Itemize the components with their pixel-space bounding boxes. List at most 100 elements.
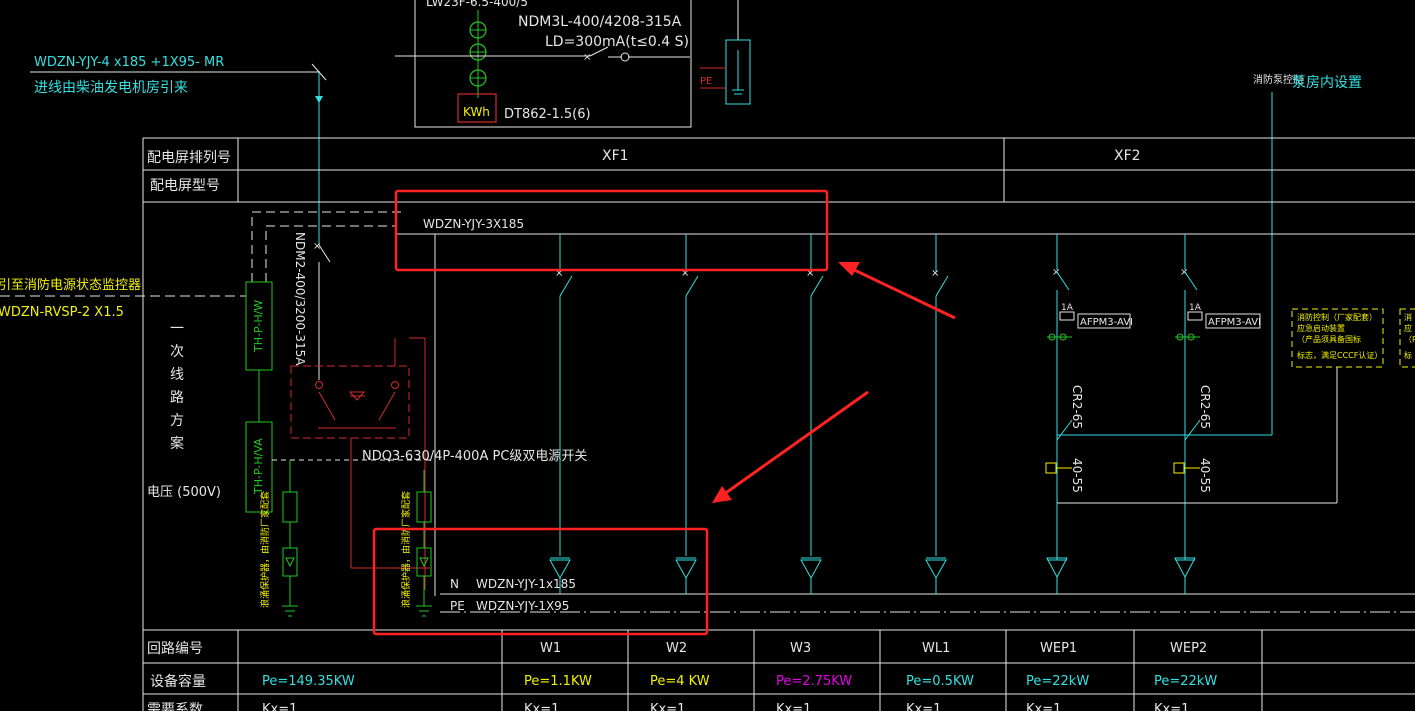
metering-box: LW23F-6.5-400/5 NDM3L-400/4208-315A LD=3… (395, 0, 692, 128)
emergency-box-line: （产品须具备国标 (1297, 334, 1361, 344)
breaker-contact (935, 275, 949, 297)
row-label-capacity: 设备容量 (150, 673, 206, 690)
surge-left-label: 浪涌保护器，由消防厂家配套 (259, 491, 271, 608)
kwh-meter-label: KWh (463, 105, 490, 119)
circuit-kx-4: Kx=1 (906, 702, 941, 711)
dashed-control-cable (251, 211, 405, 282)
table-frame (142, 137, 1415, 711)
scheme-char: 案 (170, 435, 184, 452)
breaker-x-icon: × (555, 268, 563, 279)
leakage-sensor-icon (620, 52, 630, 62)
row-label-demand-factor: 需要系数 (147, 702, 203, 711)
circuit-id-3: W3 (790, 641, 811, 656)
ats-label: NDQ3-630/4P-400A PC级双电源开关 (362, 449, 587, 464)
red-annotations (372, 189, 956, 636)
busbar-cable-label: WDZN-YJY-3X185 (423, 217, 524, 231)
arrow-down-icon (800, 559, 822, 580)
scheme-char: 方 (170, 413, 184, 429)
breaker-contact (685, 275, 699, 297)
surge-right-label: 浪涌保护器，由消防厂家配套 (400, 491, 412, 608)
circuit-kx-1: Kx=1 (524, 702, 559, 711)
circuit-kx-2: Kx=1 (650, 702, 685, 711)
emergency-box-line: 标志，满足CCCF认证） (1297, 350, 1382, 360)
circuit-kx-5: Kx=1 (1026, 702, 1061, 711)
emergency-box2-line: 消 (1404, 312, 1412, 322)
panel-xf2: XF2 (1114, 148, 1141, 164)
grounding-device: PE (700, 0, 751, 105)
n-cable-label: WDZN-YJY-1x185 (476, 577, 576, 591)
breaker-contact (559, 275, 573, 297)
monitor-label: 引至消防电源状态监控器 (0, 277, 141, 293)
arrow-down-icon (925, 559, 947, 580)
ct-lower-box (245, 421, 273, 513)
circuit-capacity-1: Pe=1.1KW (524, 674, 592, 689)
row-label-circuit-id: 回路编号 (147, 641, 203, 657)
annotation-arrow-upper (845, 264, 956, 320)
panel-xf1: XF1 (602, 148, 629, 164)
circuit-capacity-5: Pe=22kW (1026, 674, 1089, 689)
incoming-line: WDZN-YJY-4 x185 +1X95- MR 进线由柴油发电机房引来 (30, 55, 327, 245)
scheme-char: 一 (170, 321, 184, 337)
emergency-start-box: 消防控制（厂家配套） 应急启动装置 （产品须具备国标 标志，满足CCCF认证） … (1291, 308, 1415, 368)
voltage-label: 电压 (500V) (147, 485, 221, 500)
annotation-arrow-lower (719, 390, 869, 499)
main-breaker-label: NDM2-400/3200-315A (293, 232, 307, 366)
metering-leakage-label: LD=300mA(t≤0.4 S) (545, 34, 689, 50)
svg-text:×: × (1180, 267, 1188, 278)
circuit-id-6: WEP2 (1170, 641, 1207, 656)
svg-text:×: × (1052, 267, 1060, 278)
kwh-meter-model: DT862-1.5(6) (504, 107, 591, 122)
circuit-kx-0: Kx=1 (262, 702, 297, 711)
ct-lower-label: TH-P-H/VA (252, 438, 265, 495)
relay-label-1: 40-55 (1070, 458, 1084, 493)
feeder-branches: ×××× (549, 234, 949, 594)
incoming-source-label: 进线由柴油发电机房引来 (34, 80, 188, 96)
highlight-busbar-box[interactable] (394, 189, 829, 272)
pe-cable-label: WDZN-YJY-1X95 (476, 599, 569, 613)
arrow-head-icon (712, 486, 732, 503)
pe-label: PE (450, 599, 465, 613)
scheme-char: 次 (170, 344, 184, 360)
row-label-panel-number: 配电屏排列号 (147, 150, 231, 166)
meter-label-2: AFPM3-AVI (1208, 317, 1261, 328)
circuit-capacity-6: Pe=22kW (1154, 674, 1217, 689)
circuit-id-1: W1 (540, 641, 561, 656)
highlight-npe-box[interactable] (372, 527, 709, 636)
scheme-char: 线 (170, 367, 184, 383)
arrow-down-icon (549, 559, 571, 580)
svg-text:×: × (313, 241, 321, 252)
ct-upper-label: TH-P-H/W (252, 300, 265, 353)
circuit-capacity-4: Pe=0.5KW (906, 674, 974, 689)
emergency-box2-line: 标 (1404, 350, 1412, 360)
contactor-label-1: CR2-65 (1070, 385, 1084, 429)
contactor-label-2: CR2-65 (1198, 385, 1212, 429)
circuit-kx-3: Kx=1 (776, 702, 811, 711)
circuit-capacity-0: Pe=149.35KW (262, 674, 355, 689)
n-label: N (450, 577, 459, 591)
emergency-box2-line: 应 (1404, 323, 1412, 333)
circuit-kx-6: Kx=1 (1154, 702, 1189, 711)
surge-protector-left: 浪涌保护器，由消防厂家配套 (259, 460, 298, 617)
right-note-overlap: 消防泵控制 (1253, 73, 1303, 86)
xf2-branches: × 1A AFPM3-AVI CR2-65 40-55 × 1A AFPM3-A… (1045, 234, 1338, 594)
circuit-id-2: W2 (666, 641, 687, 656)
row-label-panel-model: 配电屏型号 (150, 178, 220, 194)
circuit-capacity-3: Pe=2.75KW (776, 674, 852, 689)
scheme-char: 路 (170, 390, 184, 406)
signal-cable-label: WDZN-RVSP-2 X1.5 (0, 305, 124, 320)
pe-small-label: PE (700, 76, 712, 87)
meter-label-1: AFPM3-AVI (1080, 317, 1133, 328)
circuit-capacity-2: Pe=4 KW (650, 674, 710, 689)
emergency-box-line: 应急启动装置 (1297, 323, 1345, 333)
breaker-contact (810, 275, 824, 297)
kwh-meter-icon (457, 93, 497, 123)
metering-breaker-label: NDM3L-400/4208-315A (518, 14, 682, 30)
fuse-label-1: 1A (1061, 303, 1074, 313)
emergency-box-line: 消防控制（厂家配套） (1297, 312, 1377, 322)
incoming-cable-label: WDZN-YJY-4 x185 +1X95- MR (34, 55, 224, 70)
arrow-head-icon (838, 262, 860, 276)
emergency-box2-line: （P (1404, 335, 1415, 344)
circuit-id-4: WL1 (922, 641, 950, 656)
